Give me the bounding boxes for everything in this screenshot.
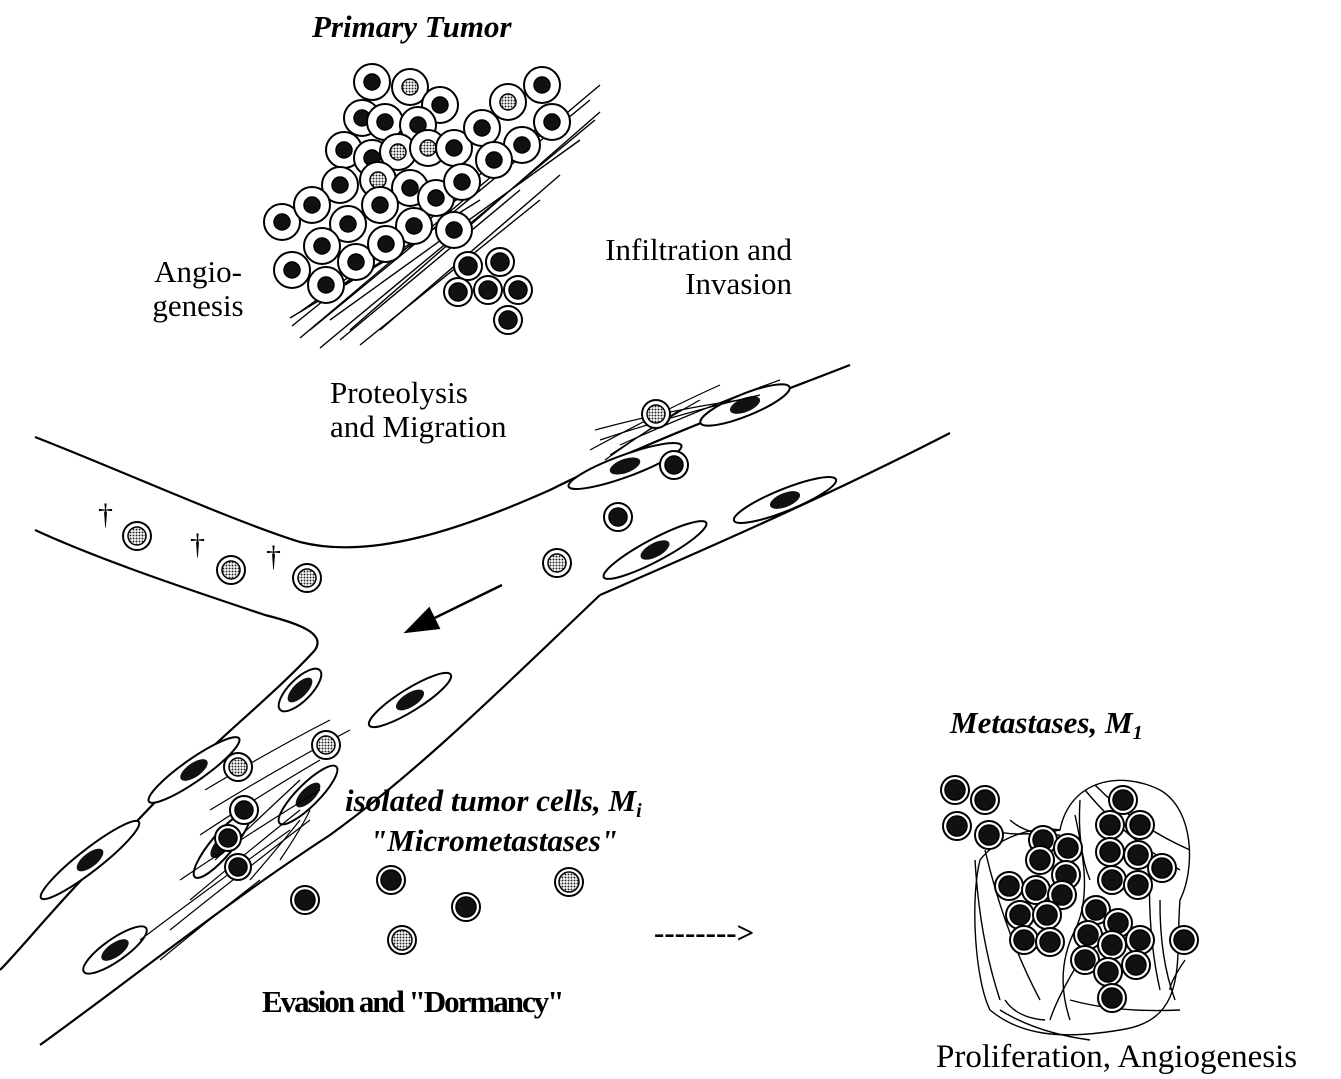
invading-cell-2 [486, 248, 514, 276]
proliferation-label: Proliferation, Angiogenesis [936, 1040, 1297, 1074]
circulating-cell-8 [224, 753, 252, 781]
metastases-subscript: 1 [1133, 722, 1143, 744]
circulating-cell-15 [452, 893, 480, 921]
metastasis-cell-13 [1033, 901, 1061, 929]
tumor-cell-32 [274, 252, 310, 288]
circulating-cell-9 [230, 796, 258, 824]
metastasis-cell-33 [1170, 926, 1198, 954]
invading-cell-5 [504, 276, 532, 304]
circulating-cell-1 [642, 400, 670, 428]
invading-cell-1 [454, 252, 482, 280]
metastasis-cell-15 [1036, 928, 1064, 956]
angiogenesis-line-2: genesis [142, 289, 254, 323]
metastasis-cell-1 [941, 776, 969, 804]
metastasis-cell-2 [971, 786, 999, 814]
invading-cell-6 [494, 306, 522, 334]
metastasis-cell-4 [975, 821, 1003, 849]
infiltration-line-2: Invasion [560, 267, 792, 301]
tumor-cell-14 [464, 110, 500, 146]
circulating-cell-13 [291, 886, 319, 914]
circulating-cell-14 [377, 866, 405, 894]
endothelial-cell-4 [730, 469, 840, 531]
tumor-cell-1 [354, 64, 390, 100]
angiogenesis-label: Angio- genesis [142, 255, 254, 323]
circulating-cell-12 [225, 854, 251, 880]
isolated-subscript: i [636, 800, 642, 822]
circulating-cell-10 [312, 731, 340, 759]
metastases-text: Metastases, M [950, 705, 1133, 740]
tumor-cell-26 [362, 187, 398, 223]
isolated-tumor-cells-text: isolated tumor cells, M [345, 783, 636, 818]
metastases-title: Metastases, M1 [950, 706, 1143, 750]
micrometastases-label: "Micrometastases" [370, 824, 618, 858]
primary-tumor-title: Primary Tumor [312, 10, 512, 44]
isolated-tumor-cells-label: isolated tumor cells, Mi [345, 784, 642, 828]
circulating-cell-5 [123, 522, 151, 550]
dagger-3: † [266, 540, 281, 573]
metastasis-cell-14 [1010, 926, 1038, 954]
infiltration-label: Infiltration and Invasion [560, 233, 792, 301]
invading-cell-4 [474, 276, 502, 304]
metastasis-cell-18 [1126, 811, 1154, 839]
tumor-cell-28 [436, 212, 472, 248]
circulating-cell-2 [660, 451, 688, 479]
metastasis-cell-16 [1109, 786, 1137, 814]
tumor-cell-22 [476, 142, 512, 178]
metastasis-cell-17 [1096, 811, 1124, 839]
primary-tumor [264, 64, 570, 334]
endothelial-cell-9 [34, 813, 145, 907]
endothelial-cell-11 [78, 919, 153, 981]
endothelial-cell-5 [272, 662, 327, 717]
metastasis-cell-22 [1098, 866, 1126, 894]
metastasis-cell-30 [1094, 958, 1122, 986]
tumor-cell-21 [444, 164, 480, 200]
tumor-cell-8 [524, 67, 560, 103]
metastasis-cell-6 [1054, 834, 1082, 862]
metastasis-cell-9 [995, 872, 1023, 900]
circulating-cell-7 [293, 564, 321, 592]
tumor-cell-24 [294, 187, 330, 223]
metastasis-cell-10 [1022, 876, 1050, 904]
metastasis-cell-32 [1098, 984, 1126, 1012]
infiltration-line-1: Infiltration and [560, 233, 792, 267]
circulating-cell-3 [604, 503, 632, 531]
endothelial-cell-6 [363, 665, 456, 735]
circulating-cell-17 [388, 926, 416, 954]
circulating-cell-6 [217, 556, 245, 584]
blood-vessel [0, 365, 950, 1045]
dagger-2: † [190, 528, 205, 561]
dashed-arrow-text: --------> [654, 916, 754, 950]
proteolysis-line-1: Proteolysis [330, 376, 507, 410]
proteolysis-line-2: and Migration [330, 410, 507, 444]
circulating-cell-4 [543, 549, 571, 577]
tumor-cell-29 [304, 228, 340, 264]
dagger-1: † [98, 498, 113, 531]
circulating-cell-11 [215, 825, 241, 851]
circulating-cell-16 [555, 868, 583, 896]
endothelial-cell-8 [272, 759, 344, 831]
metastasis-cell-12 [1006, 901, 1034, 929]
angiogenesis-line-1: Angio- [142, 255, 254, 289]
proteolysis-label: Proteolysis and Migration [330, 376, 507, 444]
tumor-cell-16 [534, 104, 570, 140]
metastasis-cell-19 [1096, 838, 1124, 866]
metastasis-cell-31 [1122, 951, 1150, 979]
metastasis-cell-21 [1148, 854, 1176, 882]
endothelial-cells [34, 377, 840, 981]
metastasis-cell-28 [1126, 926, 1154, 954]
metastasis-cell-27 [1098, 931, 1126, 959]
metastasis-cell-23 [1124, 871, 1152, 899]
evasion-dormancy-label: Evasion and "Dormancy" [262, 985, 562, 1019]
tumor-cell-31 [368, 226, 404, 262]
metastasis-cell-7 [1026, 846, 1054, 874]
tumor-cell-33 [308, 267, 344, 303]
invading-cell-3 [444, 278, 472, 306]
metastasis-cell-3 [943, 812, 971, 840]
flow-arrow [408, 585, 502, 631]
